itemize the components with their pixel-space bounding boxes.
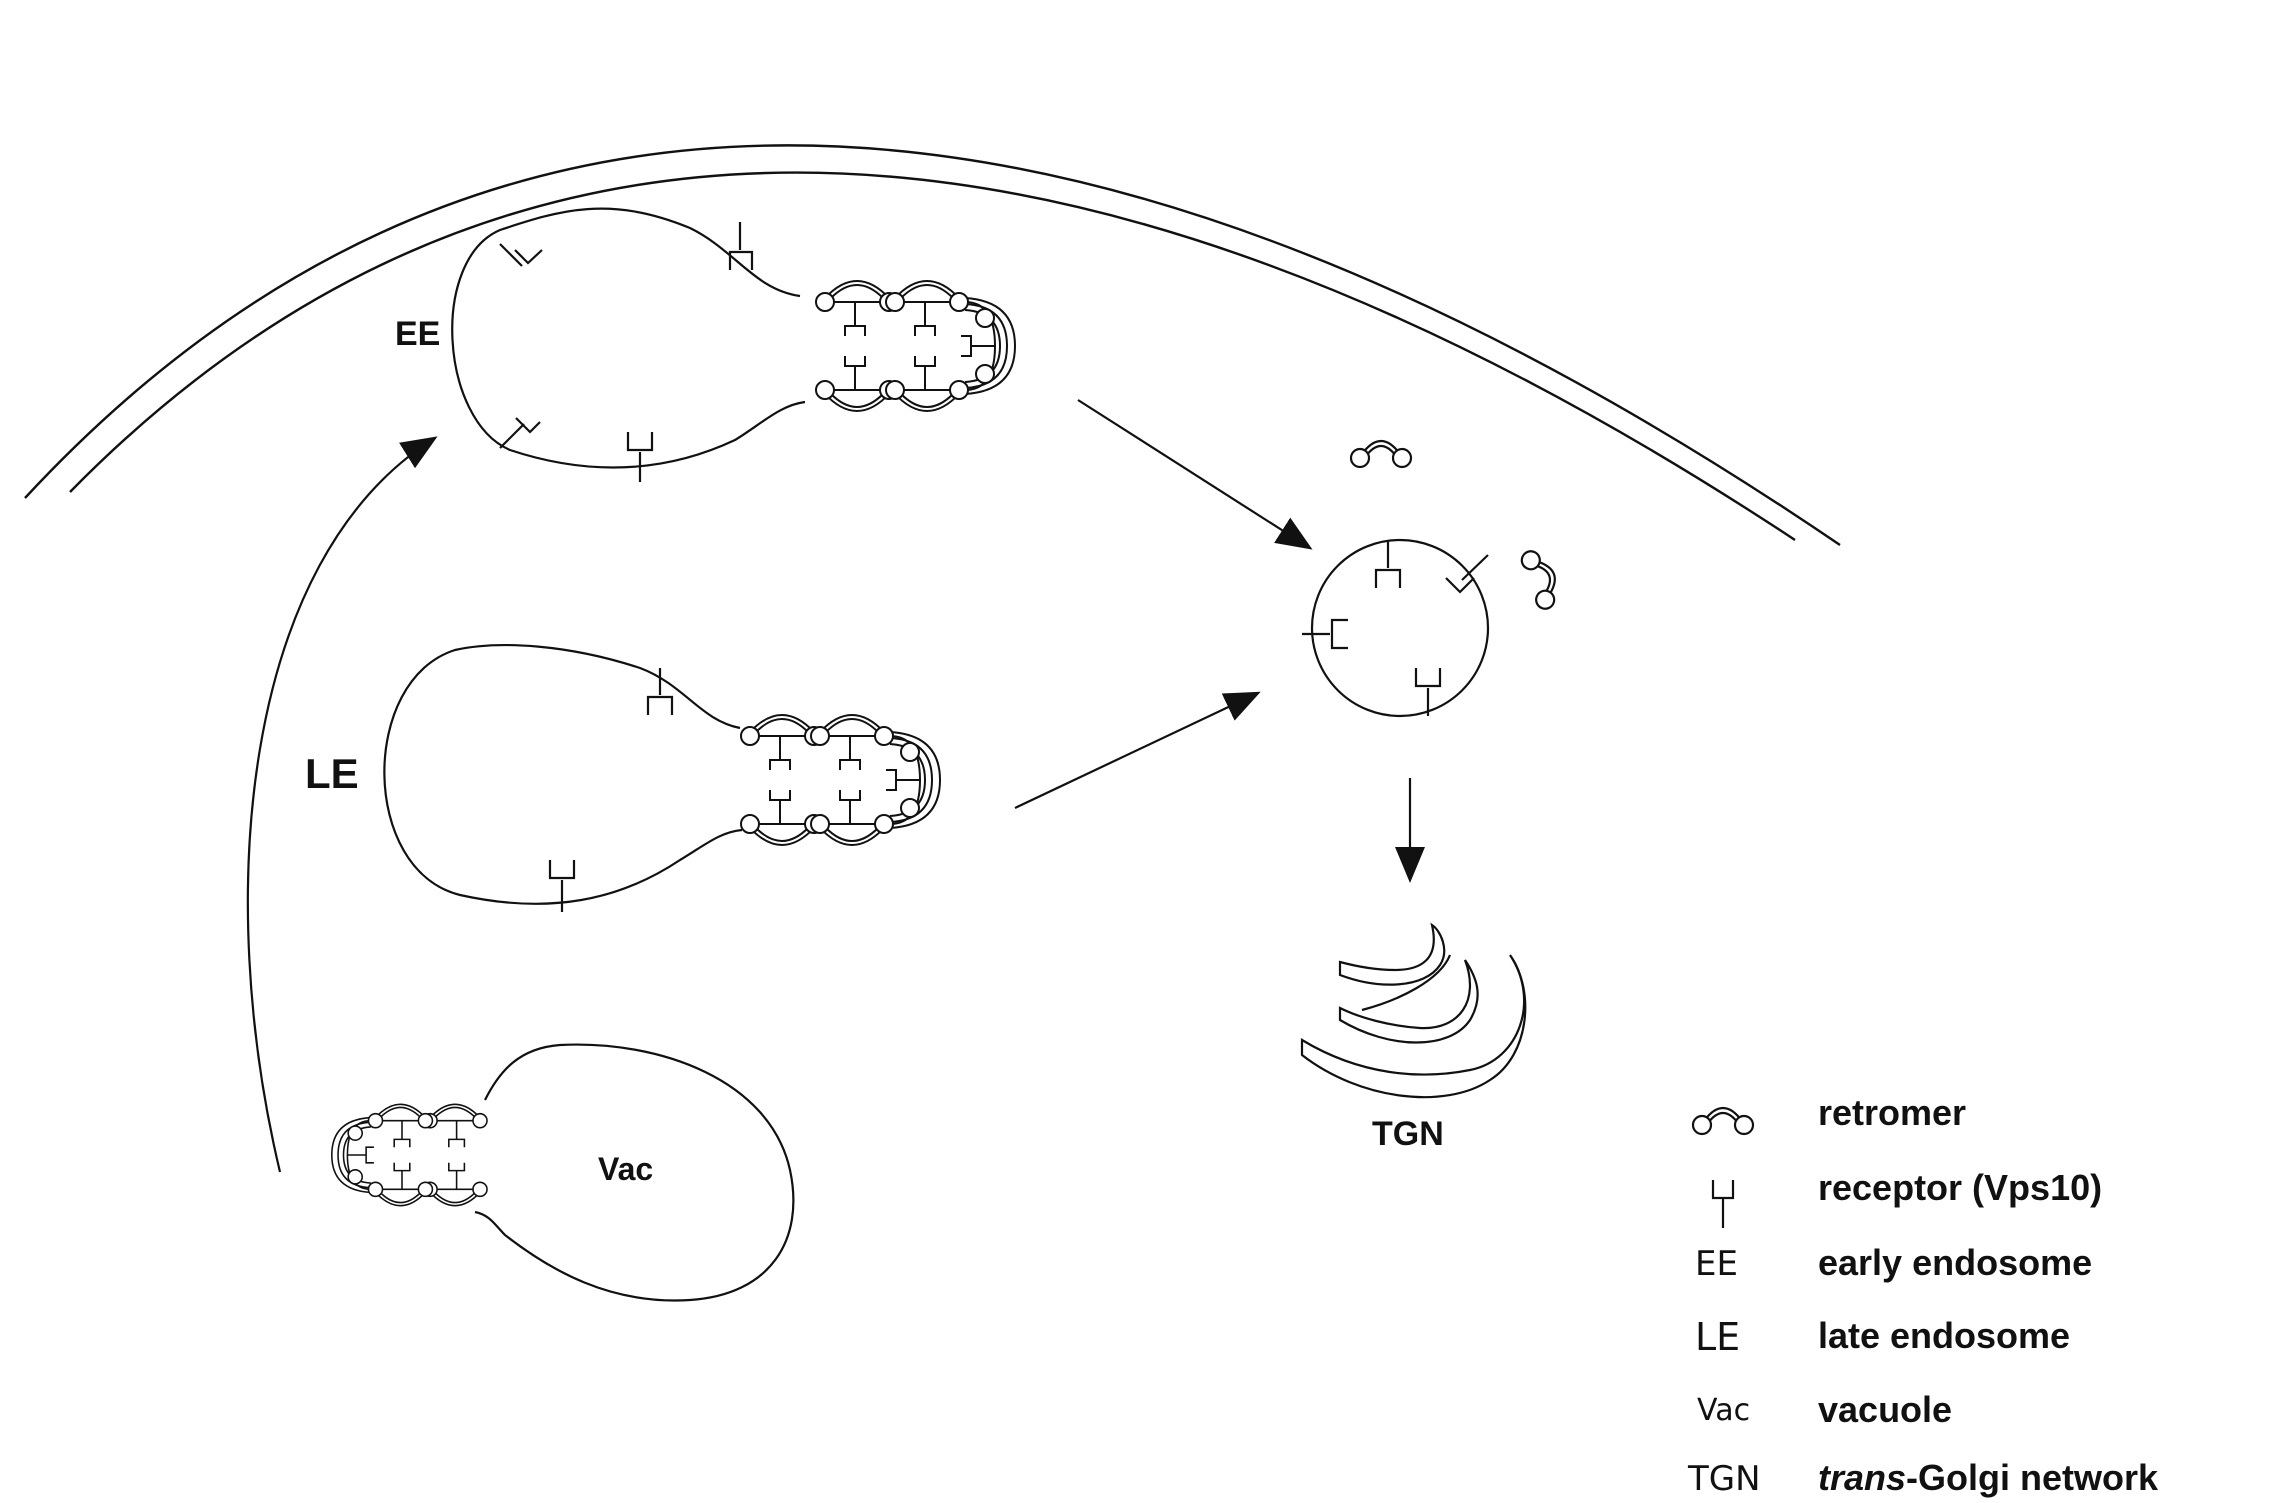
legend-ee-text: early endosome — [1818, 1242, 2092, 1283]
legend: retromer receptor (Vps10) EE early endos… — [1687, 1092, 2159, 1499]
tgn-cisternae — [1300, 922, 1527, 1099]
legend-vac-abbr: Vac — [1697, 1393, 1750, 1428]
retromer-icon — [1349, 439, 1413, 469]
legend-tgn-rest: -Golgi network — [1906, 1457, 2159, 1498]
late-endosome — [383, 644, 941, 912]
vac-label: Vac — [598, 1151, 653, 1187]
retromer-icon — [1691, 1106, 1755, 1136]
le-label: LE — [305, 750, 359, 797]
le-to-vesicle-arrow — [1014, 691, 1261, 809]
legend-vac-text: vacuole — [1818, 1389, 1952, 1430]
receptor-icon — [548, 668, 674, 912]
tgn-label: TGN — [1372, 1115, 1444, 1153]
legend-retromer: retromer — [1818, 1092, 1966, 1133]
legend-receptor: receptor (Vps10) — [1818, 1167, 2102, 1208]
legend-le-text: late endosome — [1818, 1315, 2070, 1356]
legend-tgn-abbr: TGN — [1687, 1459, 1761, 1499]
receptor-icon — [499, 222, 754, 482]
vacuole — [331, 1043, 795, 1302]
plasma-membrane — [24, 144, 1841, 546]
early-endosome — [451, 207, 1016, 482]
transport-vesicle — [1302, 538, 1490, 718]
ee-to-vesicle-arrow — [1077, 399, 1313, 550]
retromer-icon — [1518, 544, 1566, 613]
vac-to-ee-arrow — [246, 436, 438, 1173]
legend-ee-abbr: EE — [1695, 1244, 1738, 1284]
legend-tgn-italic: trans — [1818, 1457, 1906, 1498]
legend-tgn-text: trans-Golgi network — [1818, 1457, 2159, 1498]
legend-le-abbr: LE — [1695, 1315, 1740, 1359]
ee-label: EE — [395, 315, 440, 353]
receptor-icon — [1711, 1180, 1735, 1228]
